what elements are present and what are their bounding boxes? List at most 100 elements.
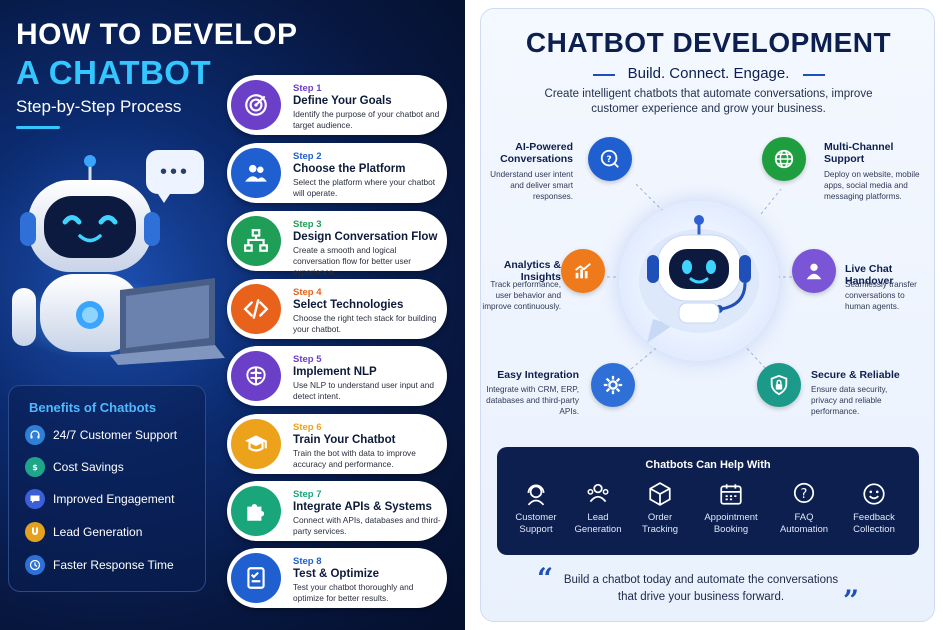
step-title: Implement NLP [293,366,377,378]
step-title: Define Your Goals [293,95,392,107]
left-panel: HOW TO DEVELOP A CHATBOT Step-by-Step Pr… [0,0,465,630]
right-tagline: Build. Connect. Engage. [627,65,790,82]
svg-text:?: ? [801,487,808,502]
help-item-label-line2: Tracking [641,524,679,535]
feature-description: Seamlessly transfer conversations to hum… [845,280,917,311]
closing-line-1: Build a chatbot today and automate the c… [563,574,839,586]
benefits-box: Benefits of Chatbots 24/7 Customer Suppo… [8,385,206,592]
help-item-label-line1: Customer [515,512,557,523]
tagline-line-left [593,74,615,76]
brain-icon [231,351,281,401]
feature-description: Understand user intent and deliver smart… [490,170,573,201]
benefit-label: Cost Savings [53,460,124,474]
help-title: Chatbots Can Help With [645,459,771,471]
lead-users-icon [563,481,633,507]
tagline-line-right [803,74,825,76]
quote-close-icon: ” [843,584,860,617]
users-icon [231,148,281,198]
step-title: Test & Optimize [293,568,380,580]
step-description: Connect with APIs, databases and third-p… [293,515,441,536]
step-number: Step 3 [293,219,322,230]
closing-line-2: that drive your business forward. [617,591,785,603]
clock-icon [25,555,45,575]
benefit-label: Faster Response Time [53,558,174,572]
lock-shield-icon [757,363,801,407]
step-number: Step 2 [293,151,322,162]
feature-title: Multi-Channel Support [824,141,894,165]
feature-title: Easy Integration [497,369,579,381]
step-number: Step 5 [293,354,322,365]
dollar-icon: $ [25,457,45,477]
step-description: Test your chatbot thoroughly and optimiz… [293,582,414,603]
step-number: Step 6 [293,422,322,433]
step-description: Create a smooth and logical conversation… [293,245,412,277]
left-title-line2: A CHATBOT [16,54,212,91]
center-robot-icon [639,215,759,343]
calendar-icon [696,481,766,507]
help-item-label-line2: Booking [713,524,749,535]
step-title: Design Conversation Flow [293,231,438,243]
title-underline [16,126,60,129]
step-number: Step 8 [293,556,322,567]
help-item-label-line1: Lead [587,512,609,523]
globe-icon [762,137,806,181]
graduation-cap-icon [231,419,281,469]
step-title: Integrate APIs & Systems [293,501,432,513]
step-description: Identify the purpose of your chatbot and… [293,109,440,130]
help-item-label-line1: FAQ [794,512,814,523]
step-title: Select Technologies [293,299,404,311]
help-item-label-line1: Appointment [704,512,758,523]
gear-icon [591,363,635,407]
feature-description: Deploy on website, mobile apps, social m… [824,170,920,201]
bar-chart-icon [561,249,605,293]
person-icon [792,249,836,293]
benefit-label: Lead Generation [53,525,143,539]
target-icon [231,80,281,130]
support-agent-icon [501,481,571,507]
help-item-label-line1: Order [647,512,673,523]
step-title: Train Your Chatbot [293,434,396,446]
help-item-label-line2: Collection [853,524,895,535]
svg-text:$: $ [32,463,38,472]
feature-description: Integrate with CRM, ERP, databases and t… [486,385,579,416]
feature-title: Secure & Reliable [811,369,900,381]
step-description: Use NLP to understand user input and det… [293,380,434,401]
headset-icon [25,425,45,445]
left-title-line1: HOW TO DEVELOP [16,18,298,51]
closing-text: Build a chatbot today and automate the c… [561,572,841,606]
step-description: Train the bot with data to improve accur… [293,448,416,469]
help-item-label-line1: Feedback [853,512,895,523]
question-bubble-icon: ? [769,481,839,507]
benefits-title: Benefits of Chatbots [29,400,157,415]
step-number: Step 4 [293,287,322,298]
svg-text:?: ? [606,154,611,165]
feature-description: Track performance, user behavior and imp… [482,280,561,311]
step-description: Choose the right tech stack for building… [293,313,437,334]
help-item-label-line2: Support [519,524,553,535]
chat-icon [25,489,45,509]
quote-open-icon: “ [537,562,554,595]
step-number: Step 1 [293,83,322,94]
chat-bubble-icon: ••• [146,150,204,203]
step-description: Select the platform where your chatbot w… [293,177,436,198]
feature-description: Ensure data security, privacy and reliab… [811,385,888,416]
right-intro: Create intelligent chatbots that automat… [544,88,873,115]
feature-title: Live Chat Handover [845,263,894,287]
code-icon [231,284,281,334]
puzzle-icon [231,486,281,536]
checklist-icon [231,553,281,603]
benefit-label: 24/7 Customer Support [53,428,178,442]
